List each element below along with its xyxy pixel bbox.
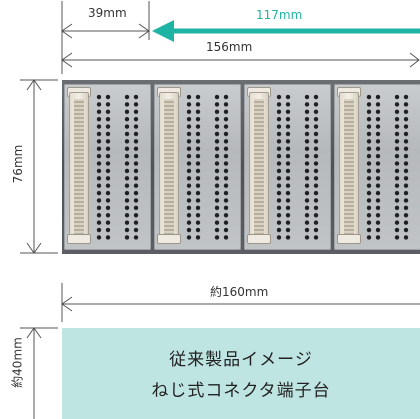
dim-117-label: 117mm: [256, 8, 303, 22]
dim-156-arrow-left: [61, 52, 73, 68]
connector-latch-bottom: [157, 234, 181, 244]
dim-156-label: 156mm: [206, 40, 253, 54]
dim-160-arrow-left: [61, 296, 73, 312]
terminal-screw-holes: [124, 94, 142, 242]
terminal-block-image: [62, 80, 420, 254]
legacy-product-box: 従来製品イメージ ねじ式コネクタ端子台: [62, 328, 420, 419]
terminal-module: [154, 84, 241, 250]
terminal-module: [244, 84, 331, 250]
connector-latch-bottom: [67, 234, 91, 244]
terminal-screw-holes: [96, 94, 114, 242]
terminal-screw-holes: [214, 94, 232, 242]
connector-socket: [339, 92, 359, 244]
connector-latch-bottom: [247, 234, 271, 244]
connector-latch-bottom: [337, 234, 361, 244]
legacy-product-subtitle: ねじ式コネクタ端子台: [151, 381, 331, 401]
terminal-screw-holes: [304, 94, 322, 242]
terminal-screw-holes: [394, 94, 412, 242]
terminal-screw-holes: [366, 94, 384, 242]
dim-39-label: 39mm: [88, 6, 127, 20]
dim-40-arrow-top: [26, 327, 42, 339]
dim-76-arrow-top: [26, 79, 42, 91]
terminal-screw-holes: [186, 94, 204, 242]
terminal-module: [334, 84, 420, 250]
dim-160-label: 約160mm: [210, 285, 269, 299]
legacy-product-title: 従来製品イメージ: [169, 350, 313, 370]
terminal-module: [64, 84, 151, 250]
connector-socket: [69, 92, 89, 244]
terminal-screw-holes: [276, 94, 294, 242]
dim-156-arrow-right: [409, 52, 420, 68]
dim-76-arrow-bottom: [26, 242, 42, 254]
dim-76-label: 76mm: [11, 144, 25, 184]
dim-39-arrow-right: [138, 23, 150, 39]
dim-117-arrowhead: [152, 20, 174, 42]
dim-39-arrow-left: [61, 23, 73, 39]
connector-socket: [159, 92, 179, 244]
dim-40-label: 約40mm: [10, 337, 25, 388]
connector-socket: [249, 92, 269, 244]
